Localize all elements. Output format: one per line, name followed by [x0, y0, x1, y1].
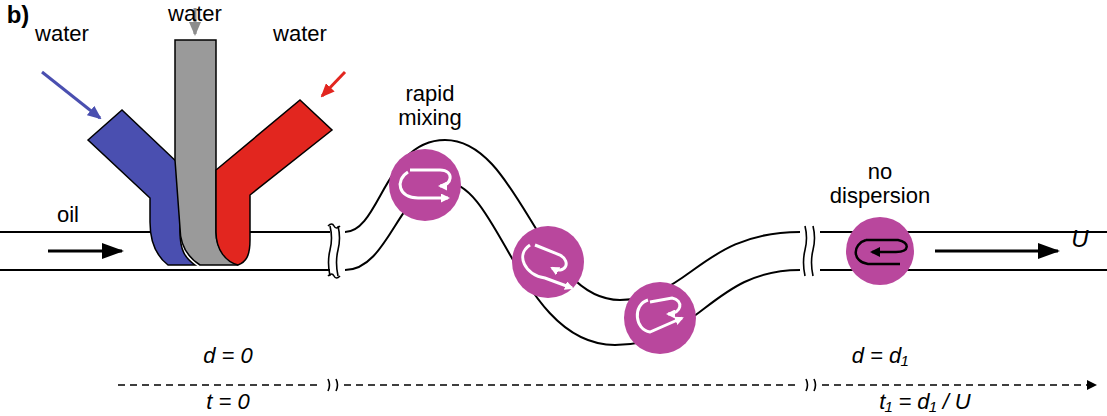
- inlet-arrow: [322, 72, 345, 96]
- inlet-label: water: [273, 22, 327, 46]
- droplet: [389, 149, 914, 354]
- position-label: d = d₁: [852, 344, 908, 368]
- inlet-arrow: [42, 72, 100, 118]
- inlet-label: water: [168, 2, 222, 26]
- panel-label: b): [7, 2, 30, 28]
- process-label: no dispersion: [820, 160, 940, 208]
- break-mark: [328, 224, 816, 391]
- process-label: rapid mixing: [385, 82, 475, 130]
- flow-arrow: [48, 250, 122, 253]
- inlet-label: water: [35, 22, 89, 46]
- time-label: t = 0: [206, 390, 249, 414]
- inlet-junction: [88, 40, 332, 265]
- time-axis: [118, 384, 1095, 386]
- position-label: d = 0: [203, 344, 253, 368]
- fluid-label: oil: [57, 203, 79, 227]
- time-label: t₁ = d₁ / U: [879, 390, 971, 414]
- velocity-label: U: [1071, 226, 1088, 252]
- velocity-arrow: [935, 250, 1058, 253]
